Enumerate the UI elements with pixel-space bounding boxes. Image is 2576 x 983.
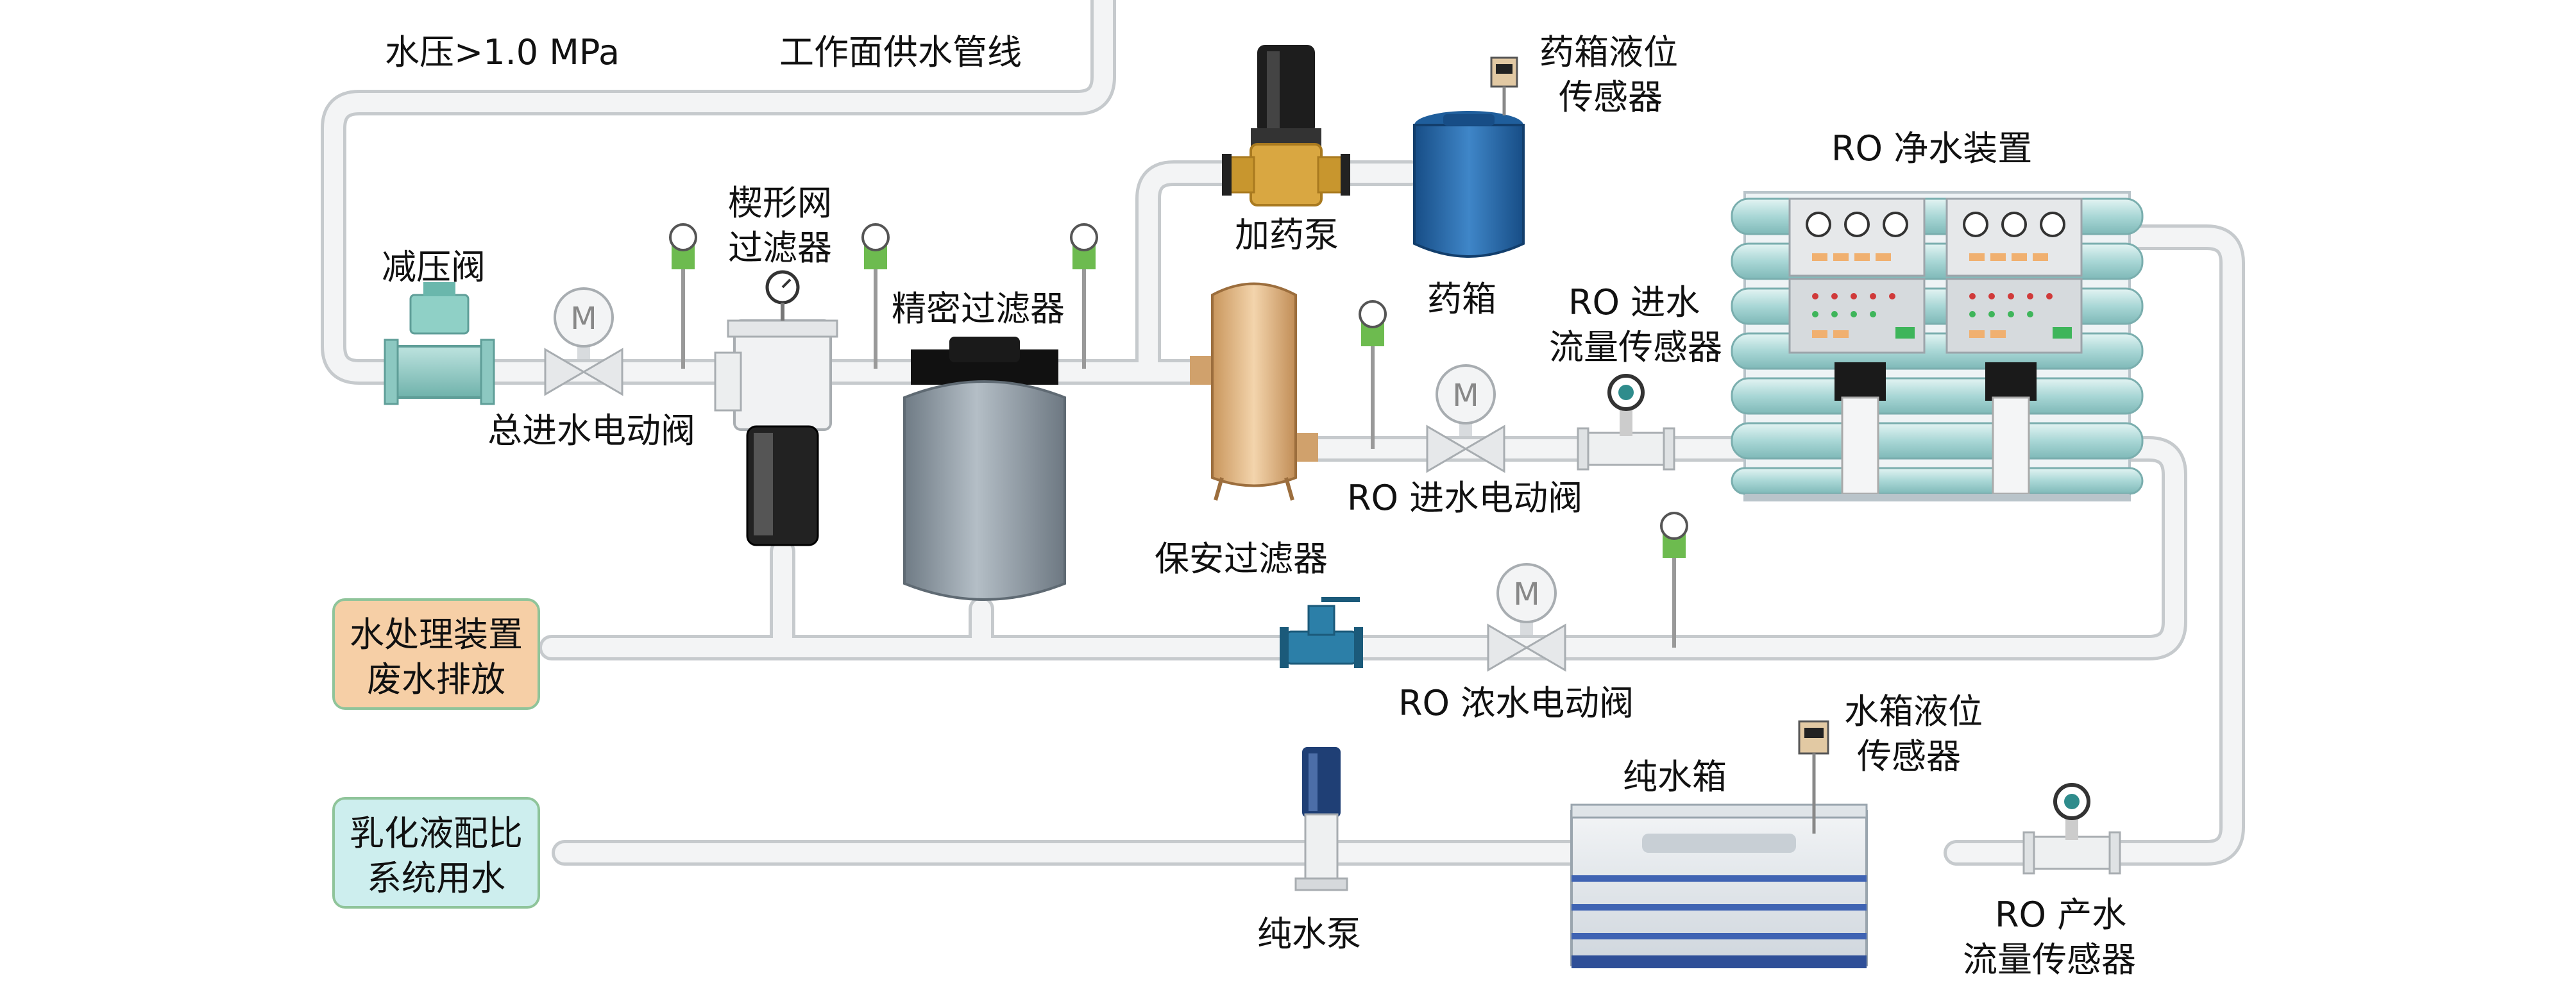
pure-water-tank-icon <box>1570 803 1868 968</box>
ro-concentrate-valve-label: RO 浓水电动阀 <box>1398 683 1634 723</box>
ro-product-flow-label-2: 流量传感器 <box>1963 939 2136 980</box>
water-tank-level-label-2: 传感器 <box>1857 736 1961 777</box>
dosing-pump-icon <box>1222 45 1350 206</box>
chem-tank-label: 药箱 <box>1427 279 1496 319</box>
ro-product-flow-sensor-icon <box>2022 783 2121 875</box>
chemical-tank-icon <box>1413 111 1525 258</box>
wedge-filter-icon <box>714 270 838 546</box>
waste-discharge-line2: 废水排放 <box>367 659 505 700</box>
motor-valve-letter: M <box>1513 576 1539 612</box>
pure-water-pump-label: 纯水泵 <box>1257 914 1361 954</box>
main-inlet-valve-label: 总进水电动阀 <box>487 410 695 451</box>
pure-water-tank-label: 纯水箱 <box>1623 757 1727 797</box>
ro-inlet-flow-sensor-icon <box>1577 374 1675 471</box>
ro-inlet-flow-label-1: RO 进水 <box>1568 282 1700 323</box>
pure-water-pump-icon <box>1294 747 1348 891</box>
ro-concentrate-valve-icon: M <box>1487 563 1566 672</box>
motor-valve-letter: M <box>570 301 597 337</box>
ro-inlet-flow-label-2: 流量传感器 <box>1549 327 1722 367</box>
chemical-level-sensor-icon <box>1490 56 1518 115</box>
waste-discharge-box: 水处理装置 废水排放 <box>332 598 540 710</box>
ro-unit-icon <box>1731 191 2144 501</box>
ro-unit-label: RO 净水装置 <box>1831 128 2032 169</box>
water-tank-level-label-1: 水箱液位 <box>1844 691 1983 732</box>
precision-filter-icon <box>903 337 1066 601</box>
pressure-sensor-icon <box>669 223 1688 648</box>
ro-inlet-valve-icon: M <box>1426 364 1505 473</box>
pressure-reducing-valve-label: 减压阀 <box>382 247 486 287</box>
emulsion-supply-box: 乳化液配比 系统用水 <box>332 797 540 909</box>
wedge-filter-label-2: 过滤器 <box>728 228 832 268</box>
motor-valve-letter: M <box>1452 378 1479 414</box>
pressure-reducing-valve <box>384 282 495 405</box>
work-supply-line-label: 工作面供水管线 <box>779 32 1022 72</box>
check-valve-icon <box>1280 597 1363 668</box>
wedge-filter-label-1: 楔形网 <box>728 183 832 223</box>
water-pressure-label: 水压>1.0 MPa <box>385 32 620 72</box>
dosing-pump-label: 加药泵 <box>1235 215 1339 255</box>
waste-discharge-line1: 水处理装置 <box>350 614 523 655</box>
chem-level-sensor-label-1: 药箱液位 <box>1539 32 1678 72</box>
emulsion-supply-line2: 系统用水 <box>367 858 505 898</box>
labels: 水压>1.0 MPa 工作面供水管线 减压阀 总进水电动阀 楔形网 过滤器 精密… <box>382 32 2136 980</box>
chem-level-sensor-label-2: 传感器 <box>1559 77 1663 117</box>
emulsion-supply-line1: 乳化液配比 <box>350 813 523 853</box>
ro-product-flow-label-1: RO 产水 <box>1995 895 2126 935</box>
security-filter-icon <box>1190 282 1318 501</box>
pipe-network <box>321 0 2245 866</box>
precision-filter-label: 精密过滤器 <box>892 289 1065 329</box>
tank-level-sensor-icon <box>1798 720 1829 834</box>
main-inlet-valve-icon: M <box>544 287 623 396</box>
security-filter-label: 保安过滤器 <box>1155 539 1328 579</box>
ro-inlet-valve-label: RO 进水电动阀 <box>1347 478 1582 518</box>
